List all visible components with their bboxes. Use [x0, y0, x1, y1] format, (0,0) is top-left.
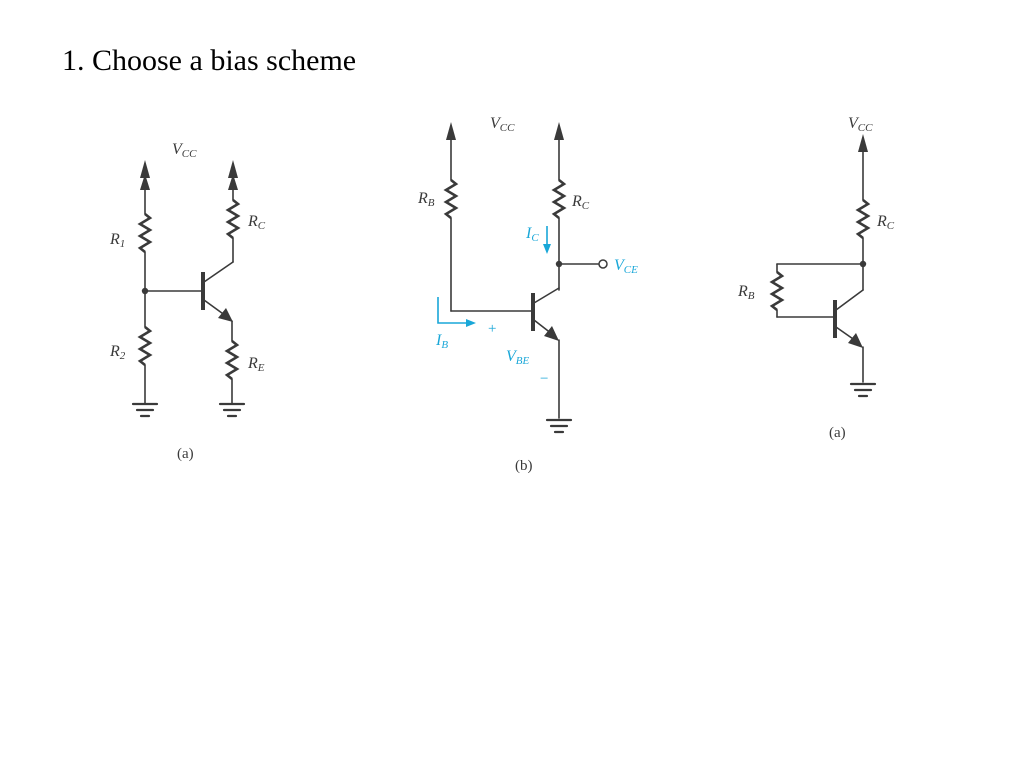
circuit-b-vbe-label: VBE — [506, 348, 530, 367]
circuit-c-npn-transistor — [833, 289, 864, 348]
circuit-b-rb-resistor — [443, 178, 459, 220]
circuit-a-caption: (a) — [177, 446, 194, 462]
circuit-b-rb-label: RB — [417, 190, 435, 209]
circuit-b-rc-label: RC — [571, 193, 590, 212]
circuit-a-rc-resistor — [225, 198, 241, 240]
circuit-a-re-resistor — [224, 339, 240, 381]
circuit-a-left-ground-symbol — [131, 402, 159, 418]
circuit-b-ic-label: IC — [525, 225, 539, 244]
circuit-c-rc-label: RC — [876, 213, 895, 232]
circuit-b-caption: (b) — [515, 458, 533, 474]
circuit-b-left-supply-arrow — [446, 122, 456, 181]
circuit-b-fixed-bias: VCC RB RC VCE IC — [417, 115, 638, 474]
circuit-b-vbe-minus: − — [540, 371, 548, 387]
circuit-a-re-label: RE — [247, 355, 265, 374]
circuit-b-vce-terminal — [598, 259, 608, 269]
circuit-b-vbe-plus: + — [488, 321, 496, 337]
circuit-c-rb-resistor — [769, 270, 785, 312]
circuit-b-ib-label: IB — [435, 332, 448, 351]
circuit-b-npn-transistor — [531, 287, 560, 341]
circuit-c-collector-feedback: VCC RC RB (a) — [737, 115, 895, 441]
circuit-a-right-supply-arrow — [228, 160, 238, 201]
circuit-a-npn-transistor — [201, 261, 234, 322]
circuit-c-caption: (a) — [829, 425, 846, 441]
circuit-b-ic-arrow — [543, 226, 551, 254]
circuit-a-left-supply-arrow — [140, 160, 150, 215]
circuit-b-ground-symbol — [545, 418, 573, 434]
circuit-a-r1-label: R1 — [109, 231, 125, 250]
circuit-b-vce-label: VCE — [614, 257, 638, 276]
circuit-a-right-ground-symbol — [218, 402, 246, 418]
circuit-b-rc-resistor — [551, 178, 567, 220]
circuit-b-right-supply-arrow — [554, 122, 564, 181]
circuit-a-r2-resistor — [137, 325, 153, 367]
circuit-a-voltage-divider: VCC R1 R2 RC — [109, 141, 266, 462]
slide-title: 1. Choose a bias scheme — [62, 44, 357, 77]
circuit-a-rc-label: RC — [247, 213, 266, 232]
circuit-c-vcc-label: VCC — [848, 115, 873, 134]
circuit-c-rb-label: RB — [737, 283, 755, 302]
circuit-c-rc-resistor — [855, 198, 871, 240]
circuit-c-ground-symbol — [849, 382, 877, 398]
circuit-a-r2-label: R2 — [109, 343, 126, 362]
circuit-a-vcc-label: VCC — [172, 141, 197, 160]
circuit-a-r1-resistor — [137, 212, 153, 254]
circuit-c-supply-arrow — [858, 134, 868, 201]
circuit-b-ib-arrow — [437, 297, 476, 327]
circuit-b-vcc-label: VCC — [490, 115, 515, 134]
